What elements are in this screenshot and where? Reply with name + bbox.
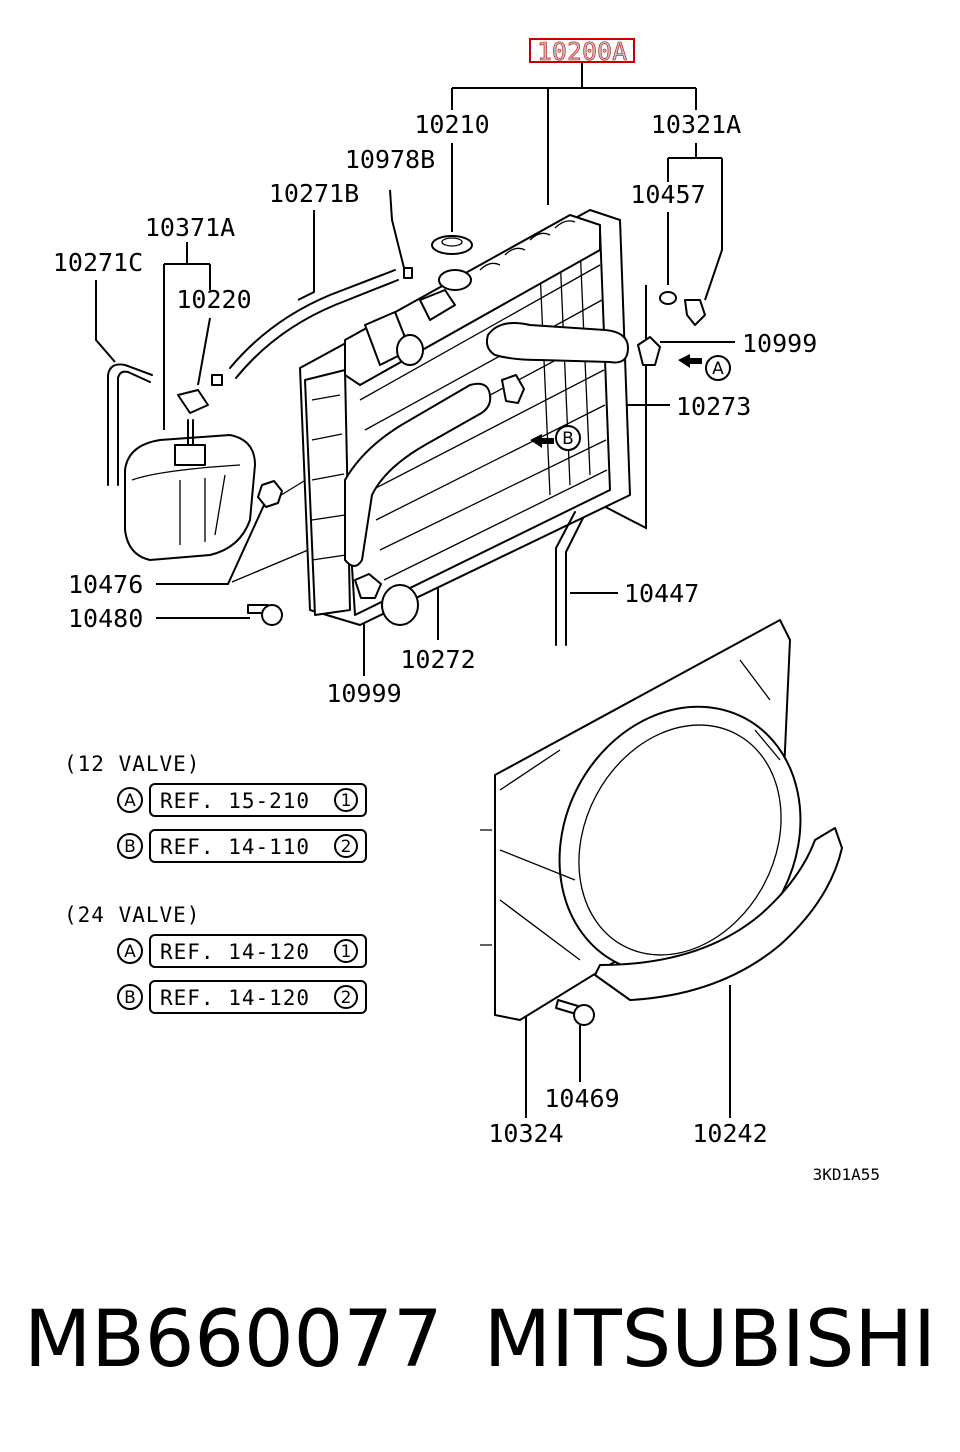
ref-marker: A bbox=[124, 791, 136, 811]
diagram-code: 3KD1A55 bbox=[813, 1165, 880, 1184]
ref-row-12-b[interactable]: B REF. 14-110 2 bbox=[117, 829, 367, 863]
callout-10457[interactable]: 10457 bbox=[630, 180, 705, 209]
callout-10999-top[interactable]: 10999 bbox=[742, 329, 817, 358]
bolt-10469 bbox=[555, 999, 595, 1026]
callout-10272[interactable]: 10272 bbox=[400, 645, 475, 674]
ref-sheet: 1 bbox=[341, 791, 352, 811]
ref-marker: B bbox=[124, 988, 136, 1008]
clamp-bottom bbox=[354, 573, 382, 599]
callout-10999-bottom[interactable]: 10999 bbox=[326, 679, 401, 708]
ref-sheet: 1 bbox=[341, 942, 352, 962]
hose-10271c bbox=[107, 363, 153, 486]
callout-10271c[interactable]: 10271C bbox=[53, 248, 143, 277]
reservoir-tank bbox=[124, 389, 256, 561]
ref-text: REF. 15-210 bbox=[160, 789, 310, 813]
arrow-b-label: B bbox=[562, 429, 574, 449]
lower-shroud-10242 bbox=[594, 827, 843, 1001]
arrow-a: A bbox=[678, 354, 731, 381]
clamp-top bbox=[637, 336, 661, 366]
ref-heading-24-valve: (24 VALVE) bbox=[64, 903, 200, 927]
callout-10978b[interactable]: 10978B bbox=[345, 145, 435, 174]
ref-text: REF. 14-120 bbox=[160, 986, 310, 1010]
clip-10978b bbox=[403, 267, 413, 279]
assembly-highlight-box bbox=[529, 38, 635, 63]
callout-10469[interactable]: 10469 bbox=[544, 1084, 619, 1113]
ref-row-24-b[interactable]: B REF. 14-120 2 bbox=[117, 980, 367, 1014]
radiator-cap bbox=[431, 235, 473, 255]
callout-10447[interactable]: 10447 bbox=[624, 579, 699, 608]
callout-10371a[interactable]: 10371A bbox=[145, 213, 235, 242]
ref-heading-12-valve: (12 VALVE) bbox=[64, 752, 200, 776]
callout-10476[interactable]: 10476 bbox=[68, 570, 143, 599]
callout-10220[interactable]: 10220 bbox=[176, 285, 251, 314]
hose-10271b bbox=[229, 269, 399, 379]
callout-10271b[interactable]: 10271B bbox=[269, 179, 359, 208]
brand-name: MITSUBISHI bbox=[484, 1295, 936, 1385]
callout-10273[interactable]: 10273 bbox=[676, 392, 751, 421]
nut-10476 bbox=[257, 480, 283, 508]
part-number: MB660077 bbox=[24, 1295, 443, 1385]
reference-table: (12 VALVE) A REF. 15-210 1 B REF. 14-110… bbox=[64, 752, 367, 1014]
ref-row-24-a[interactable]: A REF. 14-120 1 bbox=[117, 934, 367, 968]
hose-10273 bbox=[485, 322, 629, 364]
arrow-a-label: A bbox=[712, 359, 724, 379]
ref-marker: A bbox=[124, 942, 136, 962]
ref-text: REF. 14-110 bbox=[160, 835, 310, 859]
ref-sheet: 2 bbox=[341, 837, 352, 857]
drain-plug bbox=[659, 291, 706, 326]
callout-10242[interactable]: 10242 bbox=[692, 1119, 767, 1148]
callout-10324[interactable]: 10324 bbox=[488, 1119, 563, 1148]
ref-sheet: 2 bbox=[341, 988, 352, 1008]
callout-labels: 10200A 10210 10321A 10978B 10457 10271B … bbox=[53, 37, 817, 1148]
clamp-mid bbox=[501, 374, 525, 404]
callout-10321a[interactable]: 10321A bbox=[651, 110, 741, 139]
callout-10480[interactable]: 10480 bbox=[68, 604, 143, 633]
fan-shroud-10324 bbox=[480, 619, 802, 1021]
callout-10210[interactable]: 10210 bbox=[414, 110, 489, 139]
arrow-b: B bbox=[530, 425, 581, 451]
clip-10220 bbox=[211, 374, 223, 386]
callout-10200a[interactable]: 10200A bbox=[537, 37, 628, 67]
bolt-10480 bbox=[247, 604, 283, 626]
ref-row-12-a[interactable]: A REF. 15-210 1 bbox=[117, 783, 367, 817]
ref-marker: B bbox=[124, 837, 136, 857]
ref-text: REF. 14-120 bbox=[160, 940, 310, 964]
hose-10447 bbox=[555, 511, 584, 646]
hose-10272 bbox=[344, 382, 492, 567]
